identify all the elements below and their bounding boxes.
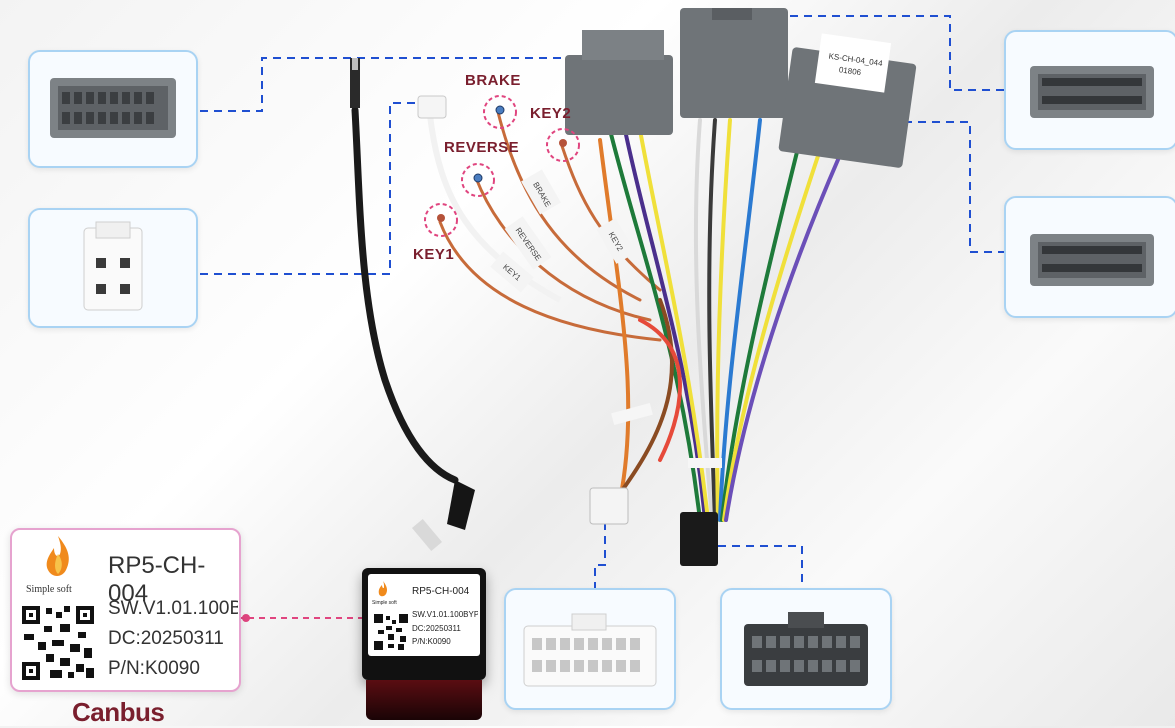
box-model: RP5-CH-004 <box>412 586 470 597</box>
black-plug-harness <box>680 512 718 566</box>
leader-line-top-right <box>790 15 1005 91</box>
product-name: Canbus <box>72 697 165 727</box>
leader-line-bottom-right <box>718 545 803 588</box>
leader-line-bottom-center <box>594 522 606 588</box>
box-qr-code-icon <box>374 614 408 650</box>
callout-reverse: REVERSE <box>444 139 520 156</box>
connector-sticker <box>814 33 892 93</box>
box-pn: P/N:K0090 <box>412 637 451 646</box>
box-sw: SW.V1.01.100BYPS <box>412 610 478 619</box>
panel-white-20pin <box>504 588 676 710</box>
white-plug-harness <box>589 487 629 525</box>
connector-sticker-line2: 01806 <box>838 65 862 77</box>
small-white-plug <box>417 95 447 119</box>
canbus-module-sticker: Simple soft RP5-CH-004 SW.V1.01.100BYPS … <box>368 574 480 656</box>
leader-lines <box>200 15 1005 588</box>
antenna-cable <box>351 106 459 484</box>
callout-key2: KEY2 <box>530 105 572 122</box>
canbus-module-base <box>366 680 482 720</box>
flame-logo-icon <box>46 536 69 576</box>
white-20pin-connector-icon <box>523 613 657 687</box>
box-dc: DC:20250311 <box>412 624 461 633</box>
leader-line-top-left <box>200 57 575 112</box>
gray-connectors <box>565 8 917 168</box>
black-16pin-connector-icon <box>744 612 868 686</box>
aux-plug-shaft <box>350 58 360 108</box>
flame-logo-small-icon <box>378 581 387 597</box>
callout-key1: KEY1 <box>413 246 455 263</box>
white-4pin-connector-icon <box>83 221 143 311</box>
box-brand: Simple soft <box>372 600 397 606</box>
panel-white-4pin <box>28 208 198 328</box>
leader-dot-module <box>242 614 250 622</box>
leader-line-mid-right <box>890 121 1005 253</box>
panel-gray-24pin <box>28 50 198 168</box>
label-sw: SW.V1.01.100BYPS <box>108 598 238 619</box>
qr-code-icon <box>20 604 96 682</box>
gray-connector-mid-right-icon <box>1030 234 1154 286</box>
label-pn: P/N:K0090 <box>108 658 200 679</box>
gray-24pin-connector-icon <box>50 78 176 138</box>
wire-tags <box>490 169 636 293</box>
panel-gray-right-top <box>1004 30 1175 150</box>
label-model: RP5-CH-004 <box>108 552 206 607</box>
panel-black-16pin <box>720 588 892 710</box>
label-brand: Simple soft <box>26 584 72 595</box>
connector-left <box>565 55 673 135</box>
leader-line-mid-left <box>200 102 418 275</box>
callout-rings <box>424 95 580 237</box>
connector-center <box>680 8 788 118</box>
callout-brake: BRAKE <box>465 72 521 89</box>
panel-gray-right-mid <box>1004 196 1175 318</box>
antenna-plug <box>447 480 475 530</box>
gray-connector-top-right-icon <box>1030 66 1154 118</box>
label-dc: DC:20250311 <box>108 628 224 649</box>
module-label-card: Simple soft RP5-CH-004 SW.V1.01.100BYPS … <box>10 528 241 692</box>
